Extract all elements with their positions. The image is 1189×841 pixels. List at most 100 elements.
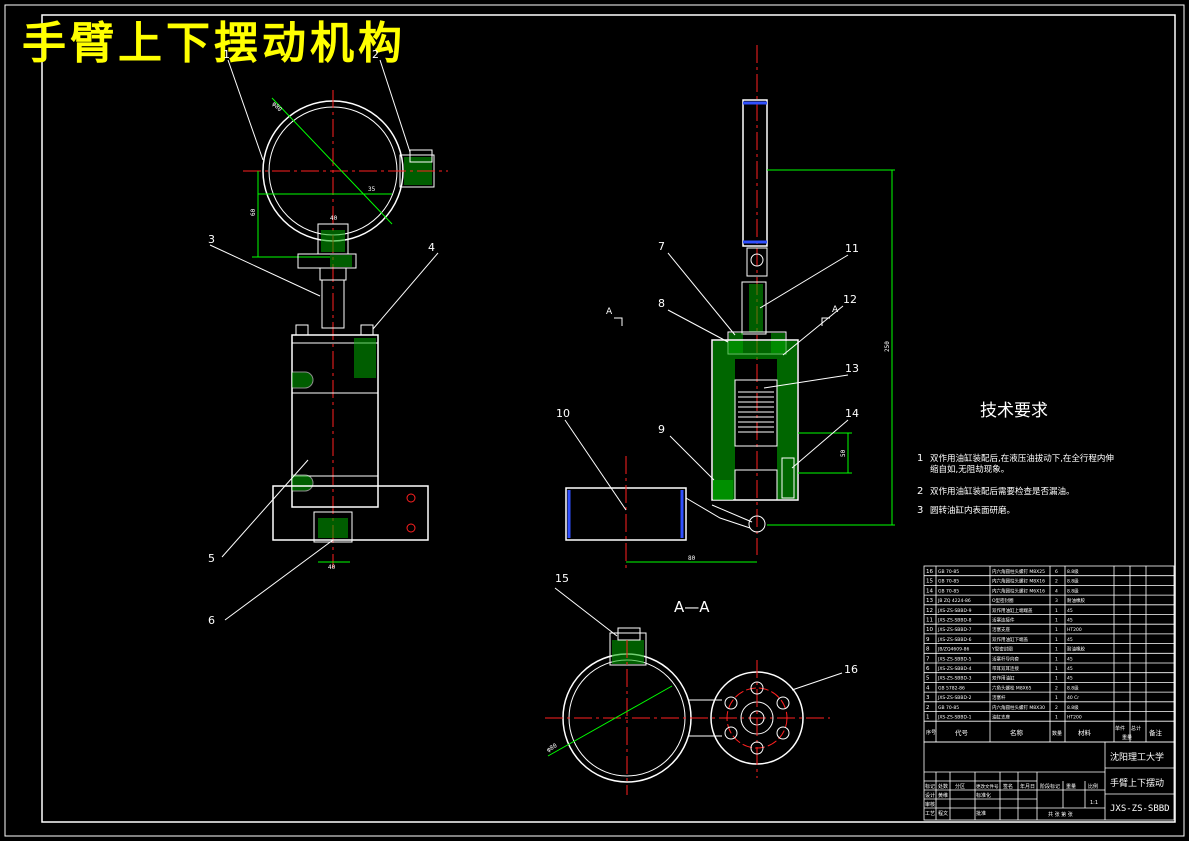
lower-clevis-hatch — [318, 518, 348, 538]
bom-cell-qty: 2 — [1055, 685, 1058, 691]
aa-clamp-hatch — [612, 640, 644, 664]
bom-header-no: 序号 — [926, 729, 936, 736]
rod-upper — [742, 99, 768, 247]
piston-rod — [321, 279, 345, 329]
left-callouts — [209, 59, 439, 621]
dim-left-a: 35 — [368, 186, 376, 193]
middle-callout-labels: 7 8 9 10 11 12 13 14 — [556, 240, 859, 436]
aa-callout-labels: 15 16 — [555, 572, 858, 676]
section-marker-right-label: A — [832, 305, 839, 315]
bom-cell-name: 带耳双耳连接 — [992, 665, 1019, 672]
bom-cell-code: GB 70-85 — [938, 569, 959, 575]
bom-cell-name: 六角头螺栓 M8X65 — [992, 684, 1032, 691]
bom-header-name: 名称 — [1010, 728, 1024, 737]
bom-cell-qty: 3 — [1055, 598, 1058, 604]
aa-diameter — [547, 685, 673, 757]
bom-cell-code: JXS-ZS-SBBD-1 — [937, 715, 972, 721]
callout-14: 14 — [845, 407, 859, 420]
screw-14 — [781, 457, 795, 499]
bom-cell-name: 双作用油缸下端盖 — [992, 636, 1028, 643]
bom-header: 序号 代号 名称 数量 材料 单件 总计 重量 备注 — [926, 725, 1163, 741]
callout-8: 8 — [658, 297, 665, 310]
middle-view — [614, 45, 895, 555]
cylinder-body — [291, 334, 379, 508]
section-marker-left — [614, 317, 623, 326]
bom-cell-material: 40 Cr — [1067, 695, 1079, 701]
bom-cell-code: GB 70-85 — [938, 588, 959, 594]
bom-header-unit: 单件 — [1115, 725, 1125, 732]
bom-cell-code: JXS-ZS-SBBD-6 — [937, 637, 972, 643]
bom-cell-name: 内六角圆柱头螺钉 M8X30 — [992, 704, 1045, 711]
drawing-number: JXS-ZS-SBBD — [1110, 804, 1170, 814]
bom-cell-name: 活塞杆导向套 — [992, 655, 1019, 662]
callout-6: 6 — [208, 614, 215, 627]
tech-item-1-num: 1 — [917, 453, 923, 464]
dim-left-c: 40 — [330, 215, 338, 222]
dim-left-b: 60 — [250, 208, 257, 216]
bom-cell-name: 双作用油缸 — [992, 675, 1015, 682]
tech-item-3-line1: 圆转油缸内表面研磨。 — [930, 505, 1015, 516]
bom-cell-qty: 1 — [1055, 637, 1058, 643]
tb-date: 年月日 — [1020, 783, 1035, 790]
bom-cell-qty: 1 — [1055, 618, 1058, 624]
bom-cell-material: 45 — [1067, 656, 1073, 662]
cylinder-bolt-hatch — [354, 338, 376, 378]
bom-cell-code: JXS-ZS-SBBD-2 — [937, 695, 972, 701]
bom-cell-code: JXS-ZS-SBBD-8 — [937, 618, 972, 624]
bom-cell-material: 45 — [1067, 666, 1073, 672]
callout-13: 13 — [845, 362, 859, 375]
bom-cell-name: 活塞杆 — [992, 694, 1006, 701]
bom-cell-material: 45 — [1067, 608, 1073, 614]
dim-base-length: 80 — [688, 555, 696, 562]
dim-left-diameter: φ80 — [271, 101, 284, 114]
inner-frame — [41, 14, 1176, 823]
bom-cell-name: 油缸支座 — [992, 714, 1010, 721]
tb-zone: 分区 — [955, 783, 965, 790]
bom-cell-code: JXS-ZS-SBBD-5 — [937, 656, 972, 662]
upper-pin-hatch — [330, 255, 352, 267]
bom-cell-no: 4 — [926, 685, 930, 691]
dim-left-d: 40 — [328, 564, 336, 571]
bom-cell-no: 7 — [926, 656, 930, 662]
tb-scale: 1:1 — [1090, 800, 1098, 806]
bom-cell-no: 3 — [926, 695, 930, 701]
section-aa-view: A—A — [545, 598, 830, 795]
rod-eye-pin — [750, 253, 764, 267]
bom-cell-qty: 1 — [1055, 627, 1058, 633]
bom-cell-qty: 1 — [1055, 656, 1058, 662]
bom-cell-no: 13 — [926, 598, 933, 604]
bom-cell-no: 14 — [926, 588, 933, 594]
bolt-left — [295, 324, 309, 336]
aa-clamp-screw — [617, 627, 641, 641]
bom-cell-qty: 1 — [1055, 695, 1058, 701]
tb-drafter: 黄维 — [938, 792, 948, 799]
dim-right-stroke: 50 — [840, 449, 847, 457]
bom-cell-no: 16 — [926, 569, 933, 575]
bom-cell-qty: 1 — [1055, 608, 1058, 614]
cylinder-top-cap — [735, 341, 777, 359]
upper-clevis-hatch — [321, 230, 345, 252]
tb-process: 工艺 — [925, 811, 935, 817]
callout-11: 11 — [845, 242, 859, 255]
tech-item-3-num: 3 — [917, 505, 923, 516]
bom-header-qty: 数量 — [1052, 730, 1062, 737]
bom-cell-qty: 6 — [1055, 569, 1058, 575]
dim-section-diameter: φ80 — [546, 742, 559, 754]
cylinder-base — [272, 485, 429, 541]
dim-right-height: 250 — [884, 341, 891, 352]
callout-7: 7 — [658, 240, 665, 253]
bom-cell-code: GB 70-85 — [938, 579, 959, 585]
bom-cell-code: JB ZQ 4224-86 — [937, 598, 971, 604]
aa-clamp — [609, 632, 647, 666]
tb-standardize: 标准化 — [976, 792, 991, 799]
section-aa-label: A—A — [674, 598, 710, 616]
school-name: 沈阳理工大学 — [1110, 751, 1164, 763]
tech-heading: 技术要求 — [980, 401, 1048, 421]
callout-3: 3 — [208, 233, 215, 246]
bom-cell-no: 11 — [926, 618, 933, 624]
bom-cell-material: 45 — [1067, 637, 1073, 643]
bom-cell-qty: 1 — [1055, 715, 1058, 721]
bom-cell-code: JXS-ZS-SBBD-4 — [937, 666, 972, 672]
title-block — [923, 741, 1175, 821]
tb-change: 更改文件号 — [976, 783, 999, 790]
